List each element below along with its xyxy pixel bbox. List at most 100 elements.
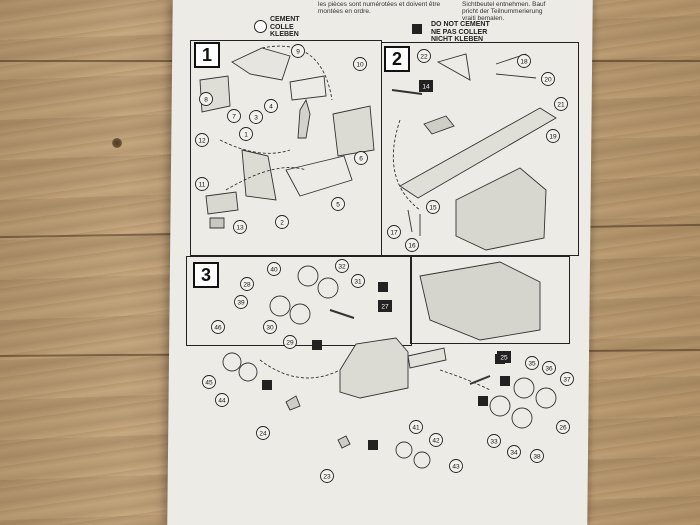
part-number-label: 9 xyxy=(296,48,300,55)
part-number-label: 45 xyxy=(205,379,213,386)
step-1-part-callout: 13 xyxy=(233,220,247,234)
no-cement-square-icon xyxy=(412,24,422,34)
header-text-right-2: pricht der Teilnummerierung xyxy=(462,8,543,15)
step-3-part-callout: 45 xyxy=(202,375,216,389)
step-2-part-callout: 21 xyxy=(554,97,568,111)
cab-front-part xyxy=(241,149,277,201)
step-1-part-callout: 12 xyxy=(195,133,209,147)
step-1-part-callout: 4 xyxy=(264,99,278,113)
part-number-label: 29 xyxy=(286,339,294,346)
part-number-label: 40 xyxy=(270,266,278,273)
part-number-label: 19 xyxy=(549,133,557,140)
part-number-label: 44 xyxy=(218,397,226,404)
part-number-label: 5 xyxy=(336,201,340,208)
step-3-part-callout: 35 xyxy=(525,356,539,370)
step-1-part-callout: 9 xyxy=(291,44,305,58)
wheel-part xyxy=(297,265,319,287)
step-3-part-callout: 25 xyxy=(497,351,511,363)
step-3-part-callout: 36 xyxy=(542,361,556,375)
cement-circle-icon xyxy=(254,20,267,33)
step-3-part-callout: 32 xyxy=(335,259,349,273)
part-number-label: 6 xyxy=(359,155,363,162)
step-3-part-callout: 42 xyxy=(429,433,443,447)
part-number-label: 13 xyxy=(236,224,244,231)
step-1-part-callout: 5 xyxy=(331,197,345,211)
part-number-label: 11 xyxy=(199,181,206,188)
step-2-part-callout: 15 xyxy=(426,200,440,214)
part-number-label: 31 xyxy=(354,278,362,285)
header-text-right-1: Sichtbeutel entnehmen. Bauf xyxy=(462,1,546,8)
part-number-label: 1 xyxy=(244,131,248,138)
part-number-label: 35 xyxy=(528,360,536,367)
step-2-part-callout: 17 xyxy=(387,225,401,239)
step-3-part-callout: 44 xyxy=(215,393,229,407)
engine-part xyxy=(423,115,455,135)
wheel-part xyxy=(489,395,511,417)
step-1-part-callout: 8 xyxy=(199,92,213,106)
part-number-label: 28 xyxy=(243,281,251,288)
chassis-part xyxy=(399,107,557,199)
rear-frame-part xyxy=(332,105,375,157)
step-3-part-callout: 33 xyxy=(487,434,501,448)
part-number-label: 12 xyxy=(198,137,206,144)
step-3-part-callout: 34 xyxy=(507,445,521,459)
wood-knot xyxy=(112,138,122,148)
wheel-part xyxy=(535,387,557,409)
part-number-label: 41 xyxy=(412,424,420,431)
step-1-part-callout: 10 xyxy=(353,57,367,71)
step-3-upper-panel xyxy=(186,256,412,346)
roof-part xyxy=(231,47,291,81)
step-3-part-callout: 31 xyxy=(351,274,365,288)
part-number-label: 3 xyxy=(254,114,258,121)
step-3-part-callout: 29 xyxy=(283,335,297,349)
wheel-part xyxy=(511,407,533,429)
part-number-label: 25 xyxy=(500,354,508,361)
wheel-part xyxy=(289,303,311,325)
part-number-label: 27 xyxy=(381,303,389,310)
wheel-part xyxy=(238,362,258,382)
part-number-label: 43 xyxy=(452,463,460,470)
step-3-part-callout: 27 xyxy=(378,300,392,312)
step-2-part-callout: 19 xyxy=(546,129,560,143)
step-3-part-callout: 40 xyxy=(267,262,281,276)
step-1-part-callout: 6 xyxy=(354,151,368,165)
step-3-part-callout: 39 xyxy=(234,295,248,309)
step-3-part-callout: 37 xyxy=(560,372,574,386)
step-2-part-callout: 22 xyxy=(417,49,431,63)
part-number-label: 32 xyxy=(338,263,346,270)
step-1-part-callout: 3 xyxy=(249,110,263,124)
step-1-drawing xyxy=(199,45,375,229)
wheel-part xyxy=(317,277,339,299)
step-3-part-callout: 26 xyxy=(556,420,570,434)
part-number-label: 36 xyxy=(545,365,553,372)
step-2-part-callout: 14 xyxy=(419,80,433,92)
part-number-label: 23 xyxy=(323,473,331,480)
step-1-part-callout: 2 xyxy=(275,215,289,229)
step-3-part-callout: 38 xyxy=(530,449,544,463)
step-3-drawing xyxy=(222,261,557,469)
part-number-label: 7 xyxy=(232,113,236,120)
part-number-label: 37 xyxy=(563,376,571,383)
step-3-part-callout: 28 xyxy=(240,277,254,291)
header-text-right-3: vraiti bemalen. xyxy=(462,15,505,22)
grille-part xyxy=(205,191,239,215)
header-text-left: les pièces sont numérotées et doivent êt… xyxy=(318,1,441,15)
part-number-label: 46 xyxy=(214,324,222,331)
cab-body-part xyxy=(455,167,547,251)
part-number-label: 22 xyxy=(420,53,428,60)
part-number-label: 20 xyxy=(544,76,552,83)
step-2-drawing xyxy=(391,53,557,251)
part-number-label: 15 xyxy=(429,204,437,211)
part-number-label: 4 xyxy=(269,103,273,110)
wheel-part xyxy=(413,451,431,469)
part-number-label: 18 xyxy=(520,58,528,65)
step-2-number: 2 xyxy=(384,46,410,72)
step-2-panel xyxy=(381,42,579,256)
part-number-label: 21 xyxy=(557,101,565,108)
wheel-part xyxy=(395,441,413,459)
part-number-label: 33 xyxy=(490,438,498,445)
step-3-part-callout: 30 xyxy=(263,320,277,334)
wheel-part xyxy=(222,352,242,372)
step-3-part-callout: 43 xyxy=(449,459,463,473)
